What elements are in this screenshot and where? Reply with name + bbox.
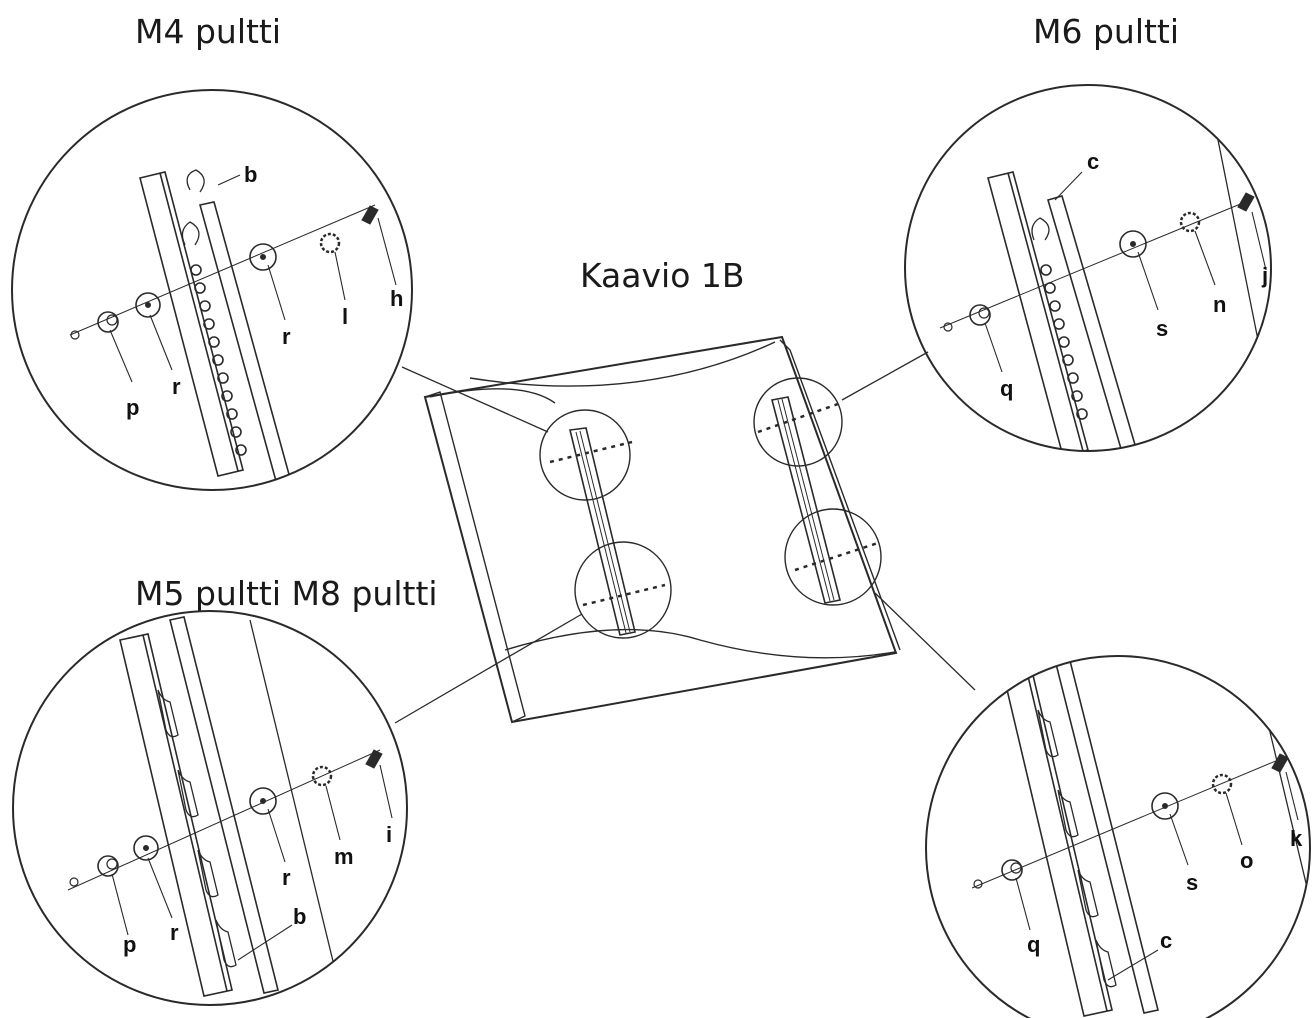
- heading-m4-bolt: M4 pultti: [135, 12, 282, 51]
- center-right-rail: [753, 377, 882, 606]
- screw-h: [361, 205, 379, 225]
- center-detail-circle-bottom-left: [574, 541, 672, 639]
- part-label-r: r: [282, 865, 291, 890]
- part-label-c: c: [1087, 149, 1099, 174]
- lock-washer-l: [319, 232, 341, 254]
- part-label-n: n: [1213, 292, 1226, 317]
- washer-outer-r: [249, 787, 277, 815]
- part-label-l: l: [342, 304, 348, 329]
- leader-lines: [394, 351, 976, 724]
- part-label-q: q: [1000, 376, 1013, 401]
- part-label-s: s: [1156, 316, 1168, 341]
- washer-inner-r: [133, 835, 159, 861]
- part-label-r: r: [170, 920, 179, 945]
- washer-outer-r: [249, 243, 277, 271]
- heading-m5-m8-bolt: M5 pultti M8 pultti: [135, 574, 438, 613]
- tv-back-panel: [423, 335, 901, 724]
- screw-i: [365, 749, 383, 769]
- part-label-i: i: [386, 822, 392, 847]
- mounting-bracket-c: [987, 99, 1271, 451]
- bracket-slot-row: [190, 264, 247, 456]
- part-label-j: j: [1261, 263, 1268, 288]
- part-label-o: o: [1240, 848, 1253, 873]
- center-detail-circle-bottom-right: [784, 508, 882, 606]
- washer-s: [1151, 792, 1179, 820]
- spacer-q: [1001, 859, 1023, 881]
- center-detail-circle-top-right: [753, 377, 843, 467]
- part-label-r: r: [282, 324, 291, 349]
- center-left-rail: [539, 409, 672, 639]
- part-label-c: c: [1160, 928, 1172, 953]
- part-label-b: b: [293, 904, 306, 929]
- callout-bottom-left: r m i r b p: [12, 610, 408, 1006]
- callout-bottom-right: s o k q c: [925, 655, 1311, 1018]
- bolt-axis: [67, 749, 381, 891]
- part-label-k: k: [1290, 826, 1303, 851]
- bracket-slot-row: [1040, 264, 1088, 420]
- diagram-title: Kaavio 1B: [580, 256, 745, 295]
- spacer-p: [97, 311, 119, 333]
- bolt-axis: [971, 754, 1291, 889]
- part-label-q: q: [1027, 932, 1040, 957]
- callout-top-right: c s n j q: [904, 84, 1272, 452]
- part-label-p: p: [126, 395, 139, 420]
- part-label-b: b: [244, 162, 257, 187]
- callout-top-left: b r l h r p: [11, 89, 413, 491]
- part-label-p: p: [123, 932, 136, 957]
- mounting-bracket-b: [139, 169, 291, 482]
- washer-s: [1119, 230, 1147, 258]
- screw-k: [1271, 753, 1289, 773]
- lock-washer-n: [1179, 211, 1201, 233]
- part-label-s: s: [1186, 870, 1198, 895]
- lock-washer-o: [1211, 773, 1233, 795]
- heading-m6-bolt: M6 pultti: [1033, 12, 1180, 51]
- screw-j: [1237, 192, 1255, 212]
- washer-inner-r: [135, 292, 161, 318]
- center-detail-circle-top-left: [539, 409, 631, 501]
- bolt-axis: [69, 204, 376, 336]
- spacer-q: [969, 304, 991, 326]
- mounting-bracket-c: [999, 656, 1310, 1017]
- lock-washer-m: [311, 765, 333, 787]
- part-label-h: h: [390, 286, 403, 311]
- part-label-r: r: [172, 374, 181, 399]
- part-label-m: m: [334, 844, 354, 869]
- spacer-p: [97, 855, 119, 877]
- mounting-bracket-b: [119, 616, 341, 997]
